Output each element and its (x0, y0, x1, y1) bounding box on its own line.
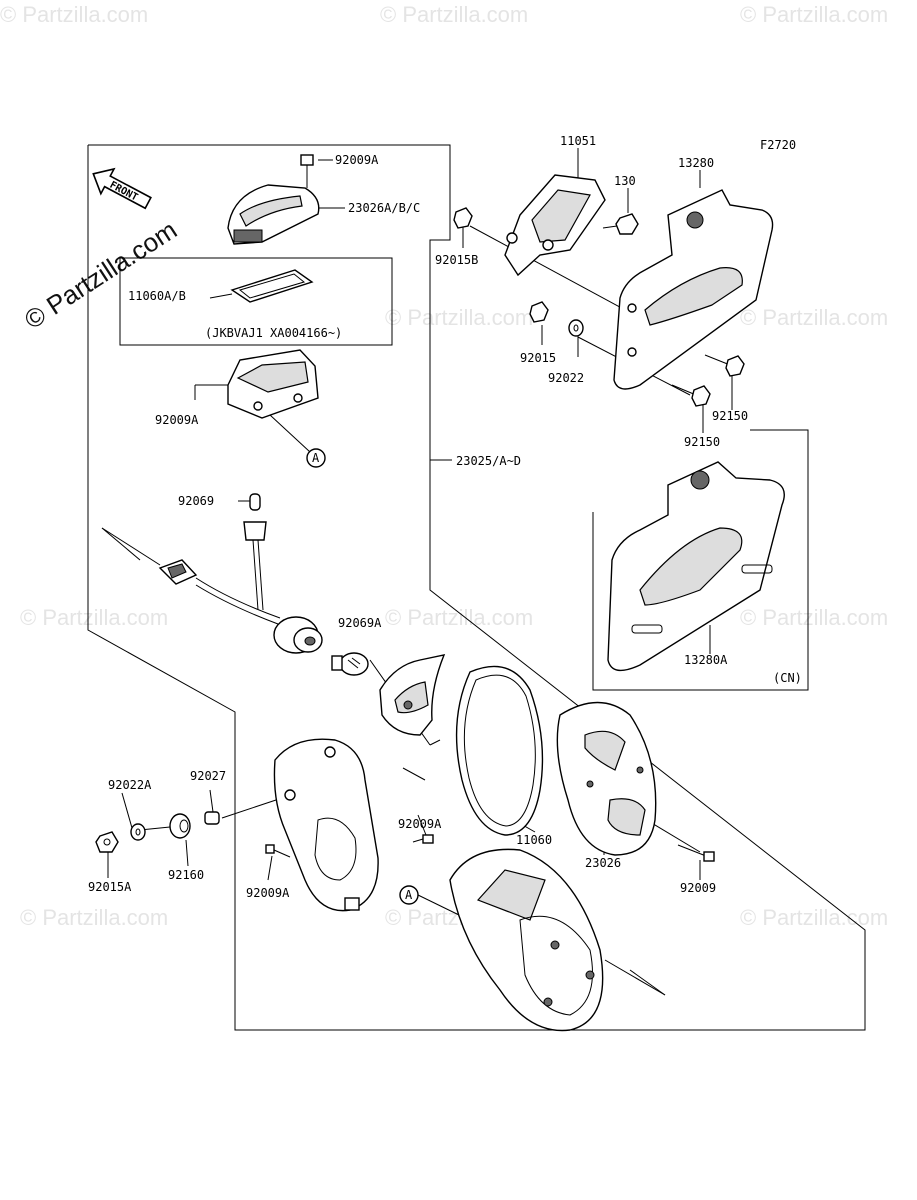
watermark-tile: © Partzilla.com (740, 2, 888, 27)
label-13280: 13280 (678, 156, 714, 170)
cn-box (592, 429, 809, 691)
screw-92009 (677, 844, 715, 862)
label-92009A-low: 92009A (398, 817, 442, 831)
watermark-tile: © Partzilla.com (385, 305, 533, 330)
watermark-tile: © Partzilla.com (740, 605, 888, 630)
assembly-outline (87, 144, 866, 1031)
collar-92027 (204, 811, 220, 825)
nut-92015B (453, 207, 473, 229)
cn-note: (CN) (773, 671, 802, 685)
harness-connector (158, 559, 281, 625)
label-11051: 11051 (560, 134, 596, 148)
socket-grommet (273, 616, 323, 654)
label-11060: 11060 (516, 833, 552, 847)
watermark-tile: © Partzilla.com (0, 2, 148, 27)
callout-A-bottom: A (399, 885, 419, 905)
watermark-tile: © Partzilla.com (20, 905, 168, 930)
lamp-housing (227, 349, 319, 419)
lens-23026ABC (227, 184, 320, 245)
label-92022A: 92022A (108, 778, 152, 792)
watermark-tiles: © Partzilla.com © Partzilla.com © Partzi… (0, 2, 888, 930)
label-92015B: 92015B (435, 253, 478, 267)
label-92009A-bottom: 92009A (246, 886, 290, 900)
callout-A-top: A (306, 448, 326, 468)
label-92150-b: 92150 (684, 435, 720, 449)
label-92069: 92069 (178, 494, 214, 508)
bracket-11051 (504, 174, 606, 277)
bolt-92150-b (671, 384, 711, 407)
reflector-bracket (379, 654, 446, 736)
label-130: 130 (614, 174, 636, 188)
front-arrow-icon: FRONT (92, 167, 152, 210)
gasket-11060AB (230, 269, 314, 303)
sub-box-11060AB (119, 257, 393, 346)
plate-13280 (613, 189, 774, 390)
label-92009A-top: 92009A (335, 153, 379, 167)
harness-leaders (101, 527, 666, 996)
gasket-11060 (455, 665, 544, 836)
label-92015A: 92015A (88, 880, 132, 894)
screw-92009A-low (412, 834, 434, 844)
screw-92009A-top (300, 154, 314, 188)
mounting-bracket (273, 738, 379, 912)
plate-13280A (607, 461, 785, 672)
watermark-tile: © Partzilla.com (20, 605, 168, 630)
label-92015: 92015 (520, 351, 556, 365)
sub-box-note: (JKBVAJ1 XA004166~) (205, 326, 342, 340)
label-23026ABC: 23026A/B/C (348, 201, 420, 215)
label-23025AD: 23025/A~D (456, 454, 521, 468)
tail-housing (449, 848, 604, 1032)
label-92027: 92027 (190, 769, 226, 783)
bolt-130 (602, 213, 639, 235)
watermark-tile: © Partzilla.com (380, 2, 528, 27)
screw-92009A-bottom (265, 844, 291, 858)
bulb-92069 (243, 493, 267, 611)
watermark-tile: © Partzilla.com (740, 905, 888, 930)
label-92009: 92009 (680, 881, 716, 895)
label-92009A-mid: 92009A (155, 413, 199, 427)
washer-92022A (130, 823, 146, 841)
label-23026: 23026 (585, 856, 621, 870)
grommet-92160 (169, 813, 191, 839)
nut-92015 (529, 301, 549, 323)
label-92150-a: 92150 (712, 409, 748, 423)
watermark-tile: © Partzilla.com (385, 605, 533, 630)
callout-letter: A (405, 888, 413, 902)
watermark-tile: © Partzilla.com (740, 305, 888, 330)
bolt-92150-a (704, 354, 745, 377)
watermark-main: © Partzilla.com (19, 214, 182, 335)
callout-letter: A (312, 451, 320, 465)
nut-92015A (95, 831, 119, 853)
label-92160: 92160 (168, 868, 204, 882)
label-11060AB: 11060A/B (128, 289, 186, 303)
bulb-92069A (331, 652, 369, 676)
label-13280A: 13280A (684, 653, 728, 667)
washer-92022 (568, 319, 584, 337)
lens-23026 (556, 701, 657, 856)
label-92022: 92022 (548, 371, 584, 385)
diagram-code: F2720 (760, 138, 796, 152)
label-92069A: 92069A (338, 616, 382, 630)
